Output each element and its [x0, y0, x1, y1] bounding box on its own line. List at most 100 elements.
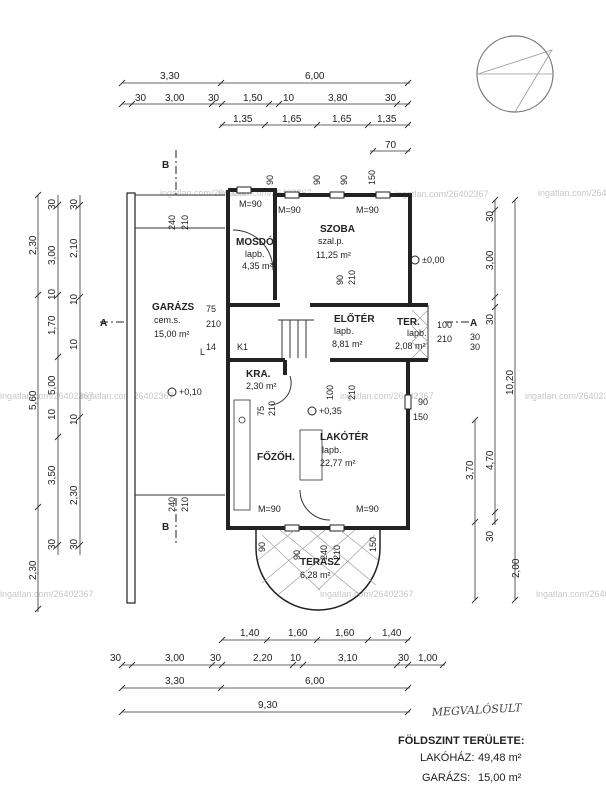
handwritten-note: MEGVALÓSULT: [430, 700, 523, 719]
dimension-label: 240: [167, 497, 177, 512]
opening-annotations: M=90 M=90 M=90 M=90 M=90 240 210 240 210…: [167, 170, 480, 560]
dimension-label: M=90: [258, 504, 281, 514]
dimension-label: K1: [237, 342, 248, 352]
dimension-label: 10: [69, 338, 80, 350]
dimension-label: 210: [347, 385, 357, 400]
dimension-label: 210: [180, 497, 190, 512]
dimension-label: 10: [47, 408, 58, 420]
dimension-label: lapb.: [407, 328, 427, 338]
watermark: ingatlan.com/26402367: [160, 188, 254, 198]
dimension-label: 90: [265, 175, 275, 185]
dimension-label: 2,30: [69, 485, 80, 505]
dimension-label: lapb.: [322, 445, 342, 455]
room-name-terasz: TERASZ: [300, 557, 340, 568]
room-name-lakoter: LAKÓTÉR: [320, 430, 369, 443]
watermark: ingatlan.com/26402367: [525, 391, 606, 401]
room-labels: MOSDÓ lapb. 4,35 m² SZOBA szal.p. 11,25 …: [152, 224, 427, 580]
dimension-label: 30: [47, 538, 58, 550]
dimension-label: 3,00: [165, 653, 185, 664]
dimension-label: M=90: [278, 205, 301, 215]
dimension-label: 75: [206, 304, 216, 314]
dimension-label: 30: [485, 530, 496, 542]
dimension-label: 100: [437, 320, 452, 330]
dimension-label: 210: [180, 215, 190, 230]
watermark: ingatlan.com/26402367: [0, 391, 94, 401]
dimension-label: 6,00: [305, 676, 325, 687]
section-label-a: A: [100, 318, 107, 329]
dimension-label: 75: [256, 406, 266, 416]
dimension-label: M=90: [356, 205, 379, 215]
dimension-label: 10: [283, 93, 295, 104]
dimension-label: 3,50: [47, 465, 58, 485]
dimension-label: 90: [292, 550, 302, 560]
dimension-label: 210: [267, 401, 277, 416]
dimension-label: 6,00: [305, 71, 325, 82]
dimension-label: cem.s.: [154, 315, 181, 325]
room-name-fozoh: FŐZŐH.: [257, 450, 295, 463]
dimension-label: 70: [385, 140, 397, 151]
dimension-label: 1,60: [288, 628, 308, 639]
dimension-label: 14: [206, 342, 216, 352]
level-label: +0,35: [319, 406, 342, 416]
dimension-label: 1,40: [382, 628, 402, 639]
dimension-label: 210: [206, 319, 221, 329]
dimension-lines-right: 30 3,00 30 4,70 30 10,20 3,70 2,00: [465, 196, 522, 604]
dimension-label: szal.p.: [318, 236, 344, 246]
dimension-label: 90: [418, 397, 428, 407]
dimension-label: 4,35 m²: [242, 261, 273, 271]
dimension-label: 9,30: [258, 700, 278, 711]
dimension-label: 90: [339, 175, 349, 185]
dimension-label: 210: [437, 334, 452, 344]
dimension-label: 30: [69, 198, 80, 210]
dimension-label: 30: [47, 198, 58, 210]
dimension-label: 6,28 m²: [300, 570, 331, 580]
dimension-label: 210: [332, 545, 342, 560]
dimension-label: 2,30: [28, 235, 39, 255]
dimension-label: 11,25 m²: [316, 250, 351, 260]
dimension-label: lapb.: [245, 249, 265, 259]
section-label-b: B: [162, 160, 169, 171]
watermark: ingatlan.com/26402367: [538, 188, 606, 198]
dimension-label: 8,81 m²: [332, 339, 363, 349]
dimension-label: 30: [110, 653, 122, 664]
dimension-label: 5,00: [47, 375, 58, 395]
dimension-label: 3,00: [485, 250, 496, 270]
dimension-label: 3,10: [338, 653, 358, 664]
dimension-label: 10,20: [505, 370, 516, 395]
dimension-label: 1,70: [47, 315, 58, 335]
dimension-lines-top: 3,30 6,00 30 3,00 30 1,50 10 3,80 30 1,3…: [118, 71, 412, 155]
dimension-label: 1,40: [240, 628, 260, 639]
dimension-label: 30: [470, 332, 480, 342]
dimension-label: 10: [69, 293, 80, 305]
dimension-label: 2,30: [28, 560, 39, 580]
dimension-label: 3,30: [165, 676, 185, 687]
dimension-label: 3,00: [47, 245, 58, 265]
level-label: ±0,00: [422, 255, 444, 265]
dimension-label: lapb.: [334, 326, 354, 336]
dimension-label: 30: [69, 538, 80, 550]
dimension-label: 2,30 m²: [246, 381, 277, 391]
dimension-label: 30: [398, 653, 410, 664]
building-walls: [100, 150, 470, 611]
dimension-label: 4,70: [485, 450, 496, 470]
dimension-label: 30: [485, 313, 496, 325]
level-label: +0,10: [179, 387, 202, 397]
dimension-label: 5,60: [28, 390, 39, 410]
dimension-label: 2,20: [253, 653, 273, 664]
watermark: ingatlan.com/26402367: [320, 589, 414, 599]
dimension-label: 10: [69, 413, 80, 425]
dimension-label: 30: [470, 342, 480, 352]
watermark: ingatlan.com/26402367: [0, 589, 94, 599]
dimension-label: 30: [208, 93, 220, 104]
dimension-label: 3,80: [328, 93, 348, 104]
dimension-label: 1,60: [335, 628, 355, 639]
dimension-label: 90: [335, 275, 345, 285]
dimension-label: 1,35: [377, 114, 397, 125]
dimension-label: 10: [290, 653, 302, 664]
section-label-a: A: [470, 318, 477, 329]
dimension-label: 240: [167, 215, 177, 230]
dimension-label: 210: [347, 270, 357, 285]
summary-title: FÖLDSZINT TERÜLETE:: [398, 734, 525, 747]
section-label-b: B: [162, 522, 169, 533]
dimension-label: 1,50: [243, 93, 263, 104]
